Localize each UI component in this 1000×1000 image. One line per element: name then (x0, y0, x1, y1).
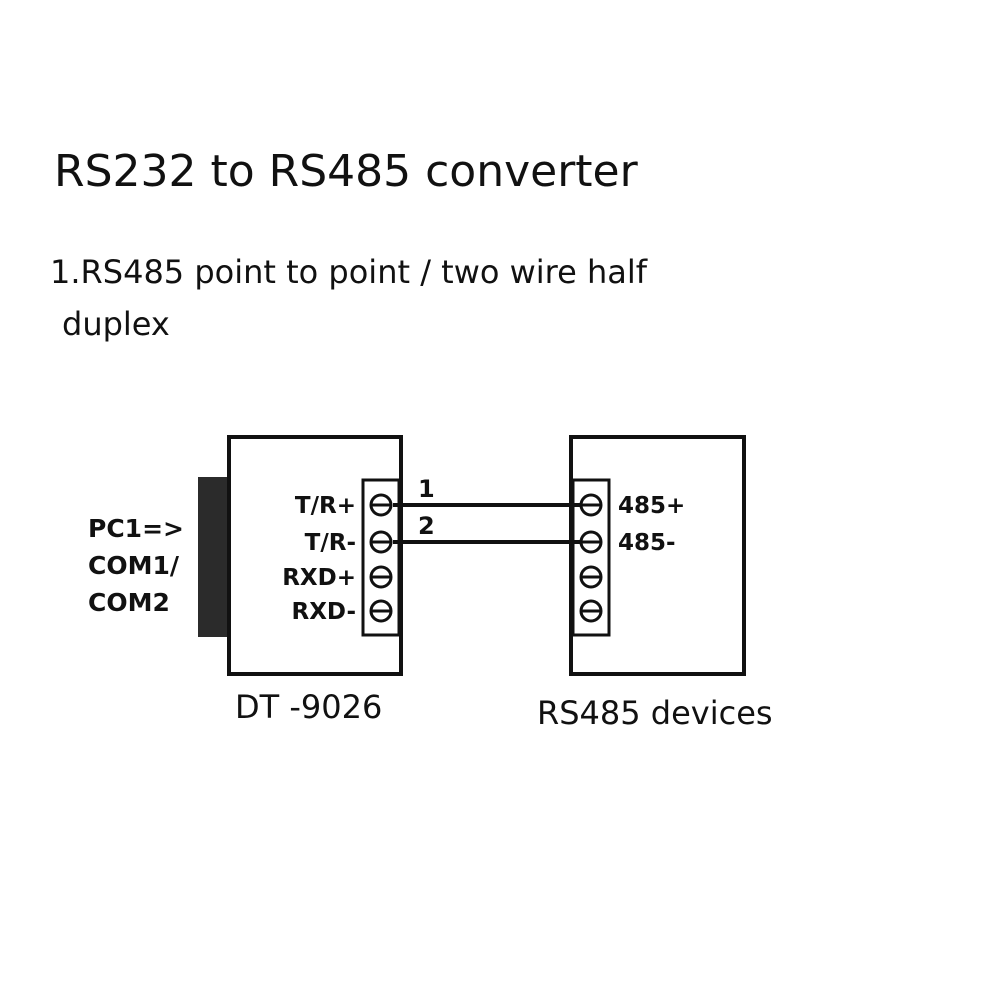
pc-label-line: COM1/ (88, 551, 180, 580)
device-pin-label: 485+ (618, 493, 685, 519)
subtitle-line-1: 1.RS485 point to point / two wire half (50, 253, 648, 291)
device-pin-label: 485- (618, 530, 676, 556)
subtitle-line-2: duplex (62, 305, 170, 343)
device-screw-terminals (579, 493, 603, 623)
diagram-title: RS232 to RS485 converter (54, 146, 638, 197)
screw-terminal (579, 493, 603, 517)
converter-pin-label: T/R- (305, 530, 356, 556)
converter-pin-label: RXD- (291, 599, 356, 625)
screw-terminal (579, 565, 603, 589)
device-caption: RS485 devices (537, 694, 773, 732)
screw-terminal (369, 530, 393, 554)
screw-terminal (369, 565, 393, 589)
diagram-subtitle: 1.RS485 point to point / two wire half d… (50, 246, 810, 350)
converter-caption: DT -9026 (235, 688, 382, 726)
wire-1-number: 1 (418, 475, 435, 503)
pc-label-line: PC1=> (88, 514, 184, 543)
converter-pin-label: T/R+ (295, 493, 356, 519)
screw-terminal (369, 599, 393, 623)
wire-2-number: 2 (418, 512, 435, 540)
db9-connector (198, 477, 229, 637)
screw-terminal (369, 493, 393, 517)
converter-pin-label: RXD+ (282, 565, 356, 591)
screw-terminal (579, 599, 603, 623)
pc-label-line: COM2 (88, 588, 170, 617)
converter-screw-terminals (369, 493, 393, 623)
screw-terminal (579, 530, 603, 554)
